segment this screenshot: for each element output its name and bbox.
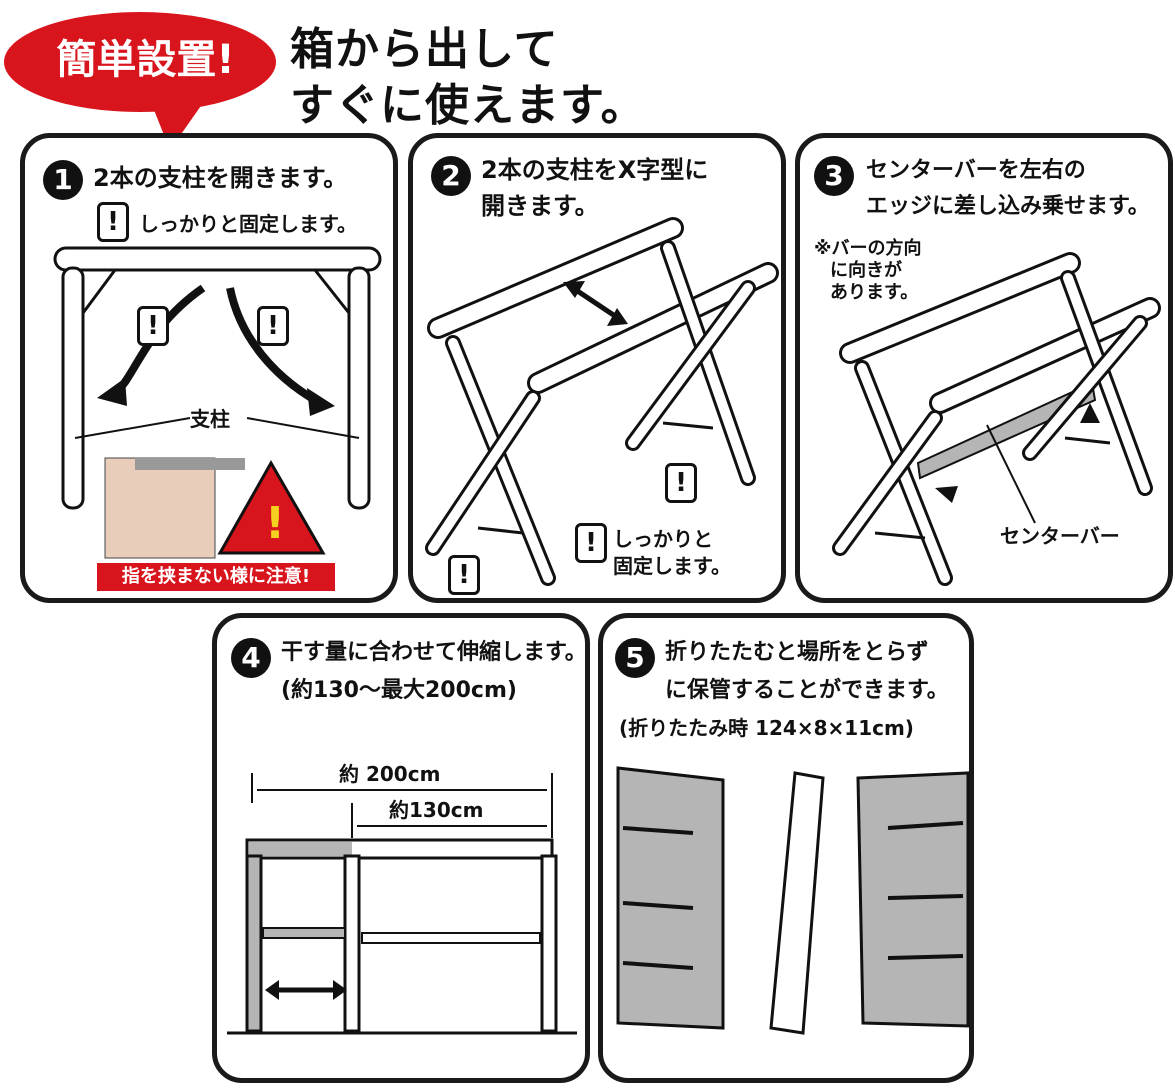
- exclamation-icon: !: [137, 306, 169, 346]
- step-3-title-line-1: センターバーを左右の: [866, 158, 1086, 183]
- step-2-diagram: [425, 217, 779, 586]
- step-1-note: しっかりと固定します。: [139, 212, 357, 236]
- exclamation-icon: !: [97, 202, 129, 242]
- step-2-title-line-2: 開きます。: [481, 192, 599, 220]
- step-1-label-pillar: 支柱: [190, 407, 230, 431]
- exclamation-icon: !: [257, 306, 289, 346]
- step-4-dim-long: 約 200cm: [339, 762, 441, 786]
- step-1-warning: 指を挟まない様に注意!: [97, 563, 335, 591]
- svg-text:!: !: [265, 498, 285, 549]
- headline-line-1: 箱から出して: [290, 24, 559, 75]
- step-3-diagram: [832, 252, 1161, 586]
- step-4-diagram: [227, 773, 577, 1035]
- step-3-note-line-3: あります。: [830, 282, 919, 303]
- step-5-panel: 5 折りたたむと場所をとらず に保管することができます。 (折りたたみ時 124…: [598, 613, 974, 1083]
- step-5-title-line-3: (折りたたみ時 124×8×11cm): [619, 716, 914, 740]
- headline-line-2: すぐに使えます。: [290, 80, 646, 131]
- step-3-note-line-2: に向きが: [830, 260, 902, 281]
- step-2-panel: 2 2本の支柱をX字型に 開きます。 ! ! ! しっかりと 固定します。: [408, 133, 786, 603]
- step-5-diagram: [616, 766, 970, 1035]
- step-4-dim-short: 約130cm: [389, 798, 484, 822]
- step-3-title-line-2: エッジに差し込み乗せます。: [866, 194, 1150, 219]
- step-3-number: 3: [814, 156, 854, 196]
- step-2-title-line-1: 2本の支柱をX字型に: [481, 156, 709, 184]
- header-badge: 簡単設置!: [56, 37, 235, 83]
- step-3-note-line-1: ※バーの方向: [814, 238, 922, 259]
- step-5-title-line-1: 折りたたむと場所をとらず: [665, 640, 929, 665]
- headline: 箱から出して すぐに使えます。: [290, 22, 646, 134]
- step-2-note-line-1: しっかりと: [613, 527, 713, 551]
- step-2-number: 2: [431, 156, 471, 196]
- step-2-note-line-2: 固定します。: [613, 554, 731, 578]
- step-4-title-line-1: 干す量に合わせて伸縮します。: [281, 640, 587, 665]
- exclamation-icon: !: [575, 523, 607, 563]
- exclamation-icon: !: [665, 463, 697, 503]
- step-4-number: 4: [231, 638, 271, 678]
- step-1-title: 2本の支柱を開きます。: [93, 164, 348, 192]
- step-5-number: 5: [615, 638, 655, 678]
- step-5-title-line-2: に保管することができます。: [665, 678, 949, 703]
- step-1-diagram: !: [53, 246, 382, 559]
- step-3-label-center-bar: センターバー: [1000, 524, 1120, 548]
- step-1-panel: 1 2本の支柱を開きます。 ! しっかりと固定します。 ! ! ! 支柱 指を挟…: [20, 133, 398, 603]
- exclamation-icon: !: [448, 555, 480, 595]
- step-4-title-line-2: (約130～最大200cm): [281, 678, 517, 703]
- step-3-panel: 3 センターバーを左右の エッジに差し込み乗せます。 ※バーの方向 に向きが あ…: [795, 133, 1173, 603]
- step-4-panel: 4 干す量に合わせて伸縮します。 (約130～最大200cm) 約 200cm …: [212, 613, 590, 1083]
- step-1-number: 1: [43, 160, 83, 200]
